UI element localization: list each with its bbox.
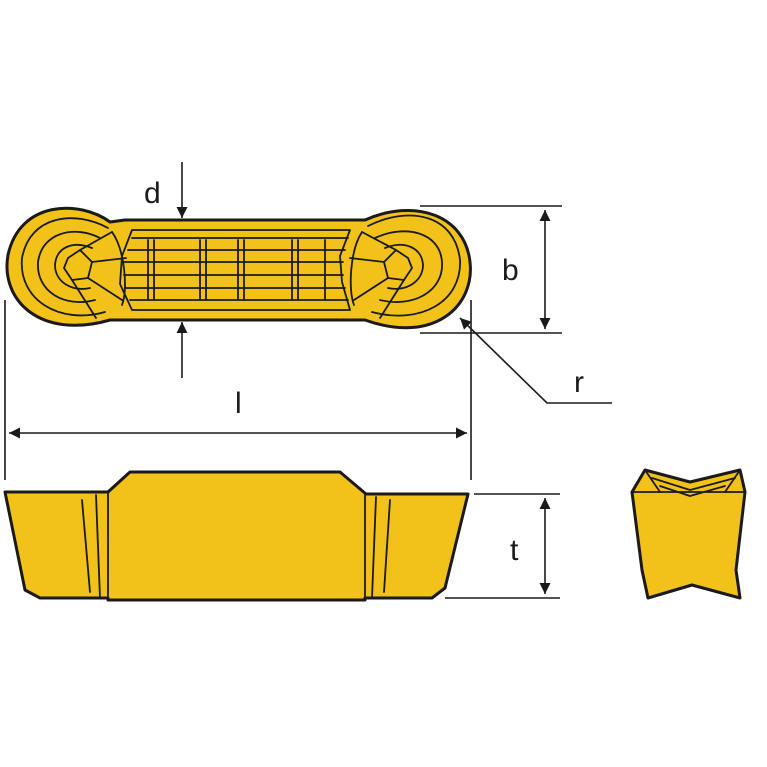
top-view-insert (5, 206, 472, 330)
dimension-b: b (420, 205, 562, 334)
dimension-t: t (445, 493, 560, 599)
central-groove (119, 229, 351, 311)
dimension-l: l (4, 300, 472, 480)
label-t: t (510, 534, 519, 567)
side-view-insert (3, 470, 470, 602)
dimension-d: d (144, 162, 188, 378)
label-l: l (235, 387, 242, 420)
label-b: b (502, 254, 519, 287)
left-lobe-detail (21, 217, 127, 319)
right-lobe-detail (349, 214, 461, 319)
dimension-r: r (459, 317, 612, 404)
label-d: d (144, 177, 161, 210)
label-r: r (574, 366, 584, 399)
end-view-insert (630, 468, 747, 600)
